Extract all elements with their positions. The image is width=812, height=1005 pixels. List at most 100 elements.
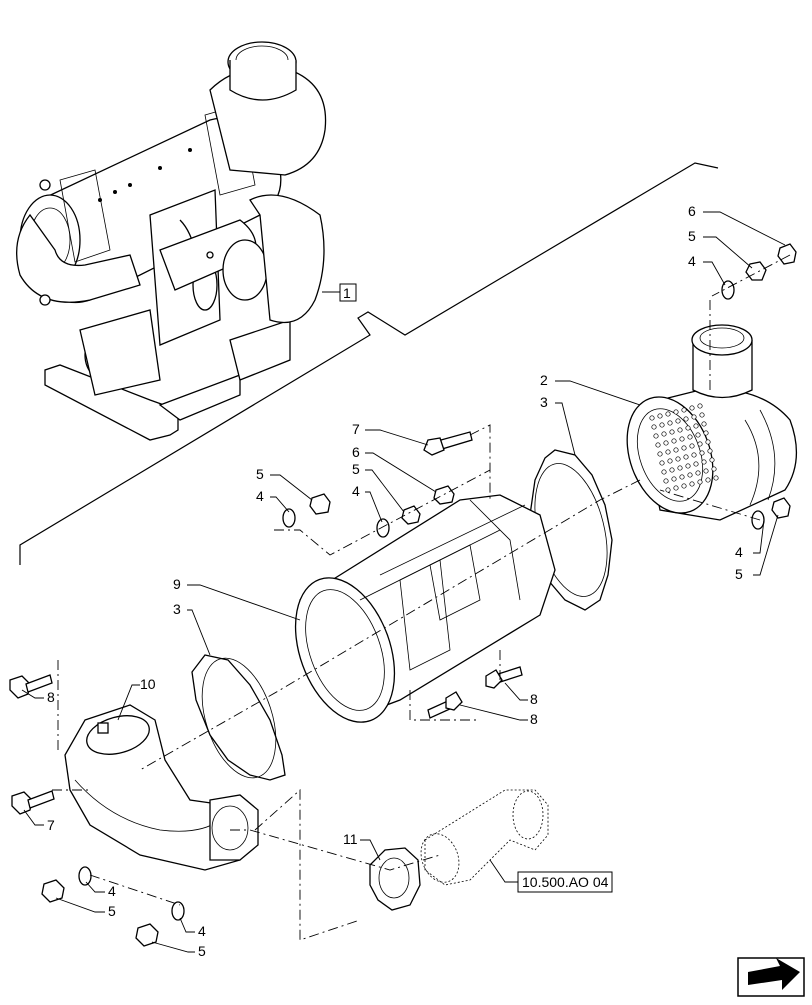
perforation-hole xyxy=(697,403,703,409)
perforation-hole xyxy=(677,465,683,471)
fasteners xyxy=(9,243,797,947)
perforation-hole xyxy=(689,443,695,449)
perforation-hole xyxy=(651,424,657,430)
callout-8-left: 8 xyxy=(47,689,55,705)
perforation-hole xyxy=(659,460,665,466)
centerlines xyxy=(52,254,791,941)
perforation-hole xyxy=(649,415,655,421)
perforation-hole xyxy=(701,459,707,465)
leader-lines xyxy=(21,211,786,953)
perforation-hole xyxy=(685,425,691,431)
perforation-hole xyxy=(673,485,679,491)
next-page-arrow-icon[interactable] xyxy=(737,957,805,997)
perforation-hole xyxy=(673,447,679,453)
perforation-hole xyxy=(659,422,665,428)
perforation-hole xyxy=(665,487,671,493)
perforation-hole xyxy=(679,436,685,442)
perforation-hole xyxy=(663,478,669,484)
perforation-hole xyxy=(675,418,681,424)
perforation-hole xyxy=(653,433,659,439)
perforation-hole xyxy=(681,407,687,413)
perforation-hole xyxy=(699,450,705,456)
aftertreatment-assembly-overview xyxy=(16,41,327,441)
callout-4-top: 4 xyxy=(688,253,696,269)
outlet-pipe-reference xyxy=(420,789,549,886)
callout-6-middle: 6 xyxy=(352,444,360,460)
perforation-hole xyxy=(669,467,675,473)
callout-3-left: 3 xyxy=(173,601,181,617)
callout-6-top: 6 xyxy=(688,203,696,219)
callout-5-top: 5 xyxy=(688,228,696,244)
perforation-hole xyxy=(703,468,709,474)
part-11-gasket xyxy=(369,847,421,911)
perforation-hole xyxy=(681,445,687,451)
perforation-hole xyxy=(691,414,697,420)
perforation-hole xyxy=(695,432,701,438)
perforation-hole xyxy=(697,479,703,485)
perforation-hole xyxy=(661,431,667,437)
callout-5-left: 5 xyxy=(256,466,264,482)
callout-5-bottom-a: 5 xyxy=(108,903,116,919)
callout-11: 11 xyxy=(343,831,358,847)
perforation-hole xyxy=(693,461,699,467)
perforation-hole xyxy=(685,463,691,469)
perforation-hole xyxy=(687,434,693,440)
perforation-hole xyxy=(657,413,663,419)
callout-8-right: 8 xyxy=(530,691,538,707)
perforation-hole xyxy=(683,454,689,460)
perforation-hole xyxy=(677,427,683,433)
perforation-hole xyxy=(707,448,713,454)
callout-9: 9 xyxy=(173,576,181,592)
callout-10: 10 xyxy=(140,676,156,692)
perforation-hole xyxy=(693,423,699,429)
perforation-hole xyxy=(711,466,717,472)
perforation-hole xyxy=(703,430,709,436)
perforation-hole xyxy=(709,457,715,463)
callout-4-left: 4 xyxy=(256,488,264,504)
perforation-hole xyxy=(661,469,667,475)
part-9-converter xyxy=(294,494,556,723)
perforation-hole xyxy=(671,438,677,444)
perforated-screen xyxy=(649,403,719,493)
callout-5-bottom-b: 5 xyxy=(198,943,206,959)
perforation-hole xyxy=(675,456,681,462)
perforation-hole xyxy=(681,483,687,489)
perforation-hole xyxy=(689,481,695,487)
perforation-hole xyxy=(663,440,669,446)
callout-4-middle: 4 xyxy=(352,483,360,499)
perforation-hole xyxy=(655,442,661,448)
perforation-hole xyxy=(687,472,693,478)
perforation-hole xyxy=(697,441,703,447)
callout-5-right: 5 xyxy=(735,566,743,582)
callout-7-middle: 7 xyxy=(352,421,360,437)
perforation-hole xyxy=(657,451,663,457)
callout-4-bottom-a: 4 xyxy=(108,883,116,899)
callout-box-1 xyxy=(339,283,357,302)
perforation-hole xyxy=(705,477,711,483)
callout-3-right: 3 xyxy=(540,394,548,410)
perforation-hole xyxy=(665,449,671,455)
perforation-hole xyxy=(701,421,707,427)
perforation-hole xyxy=(699,412,705,418)
reference-link-text[interactable]: 10.500.AO 04 xyxy=(522,874,609,890)
callout-7-left: 7 xyxy=(47,817,55,833)
perforation-hole xyxy=(667,458,673,464)
perforation-hole xyxy=(665,411,671,417)
callout-4-right: 4 xyxy=(735,544,743,560)
perforation-hole xyxy=(679,474,685,480)
perforation-hole xyxy=(683,416,689,422)
callout-5-middle: 5 xyxy=(352,461,360,477)
perforation-hole xyxy=(689,405,695,411)
perforation-hole xyxy=(695,470,701,476)
callout-8-middle: 8 xyxy=(530,711,538,727)
perforation-hole xyxy=(673,409,679,415)
callout-1: 1 xyxy=(343,285,351,301)
perforation-hole xyxy=(669,429,675,435)
part-10-elbow-pipe xyxy=(64,704,259,871)
perforation-hole xyxy=(691,452,697,458)
perforation-hole xyxy=(713,475,719,481)
section-boundary-line xyxy=(19,162,719,565)
reference-link-box[interactable] xyxy=(517,871,613,893)
perforation-hole xyxy=(667,420,673,426)
